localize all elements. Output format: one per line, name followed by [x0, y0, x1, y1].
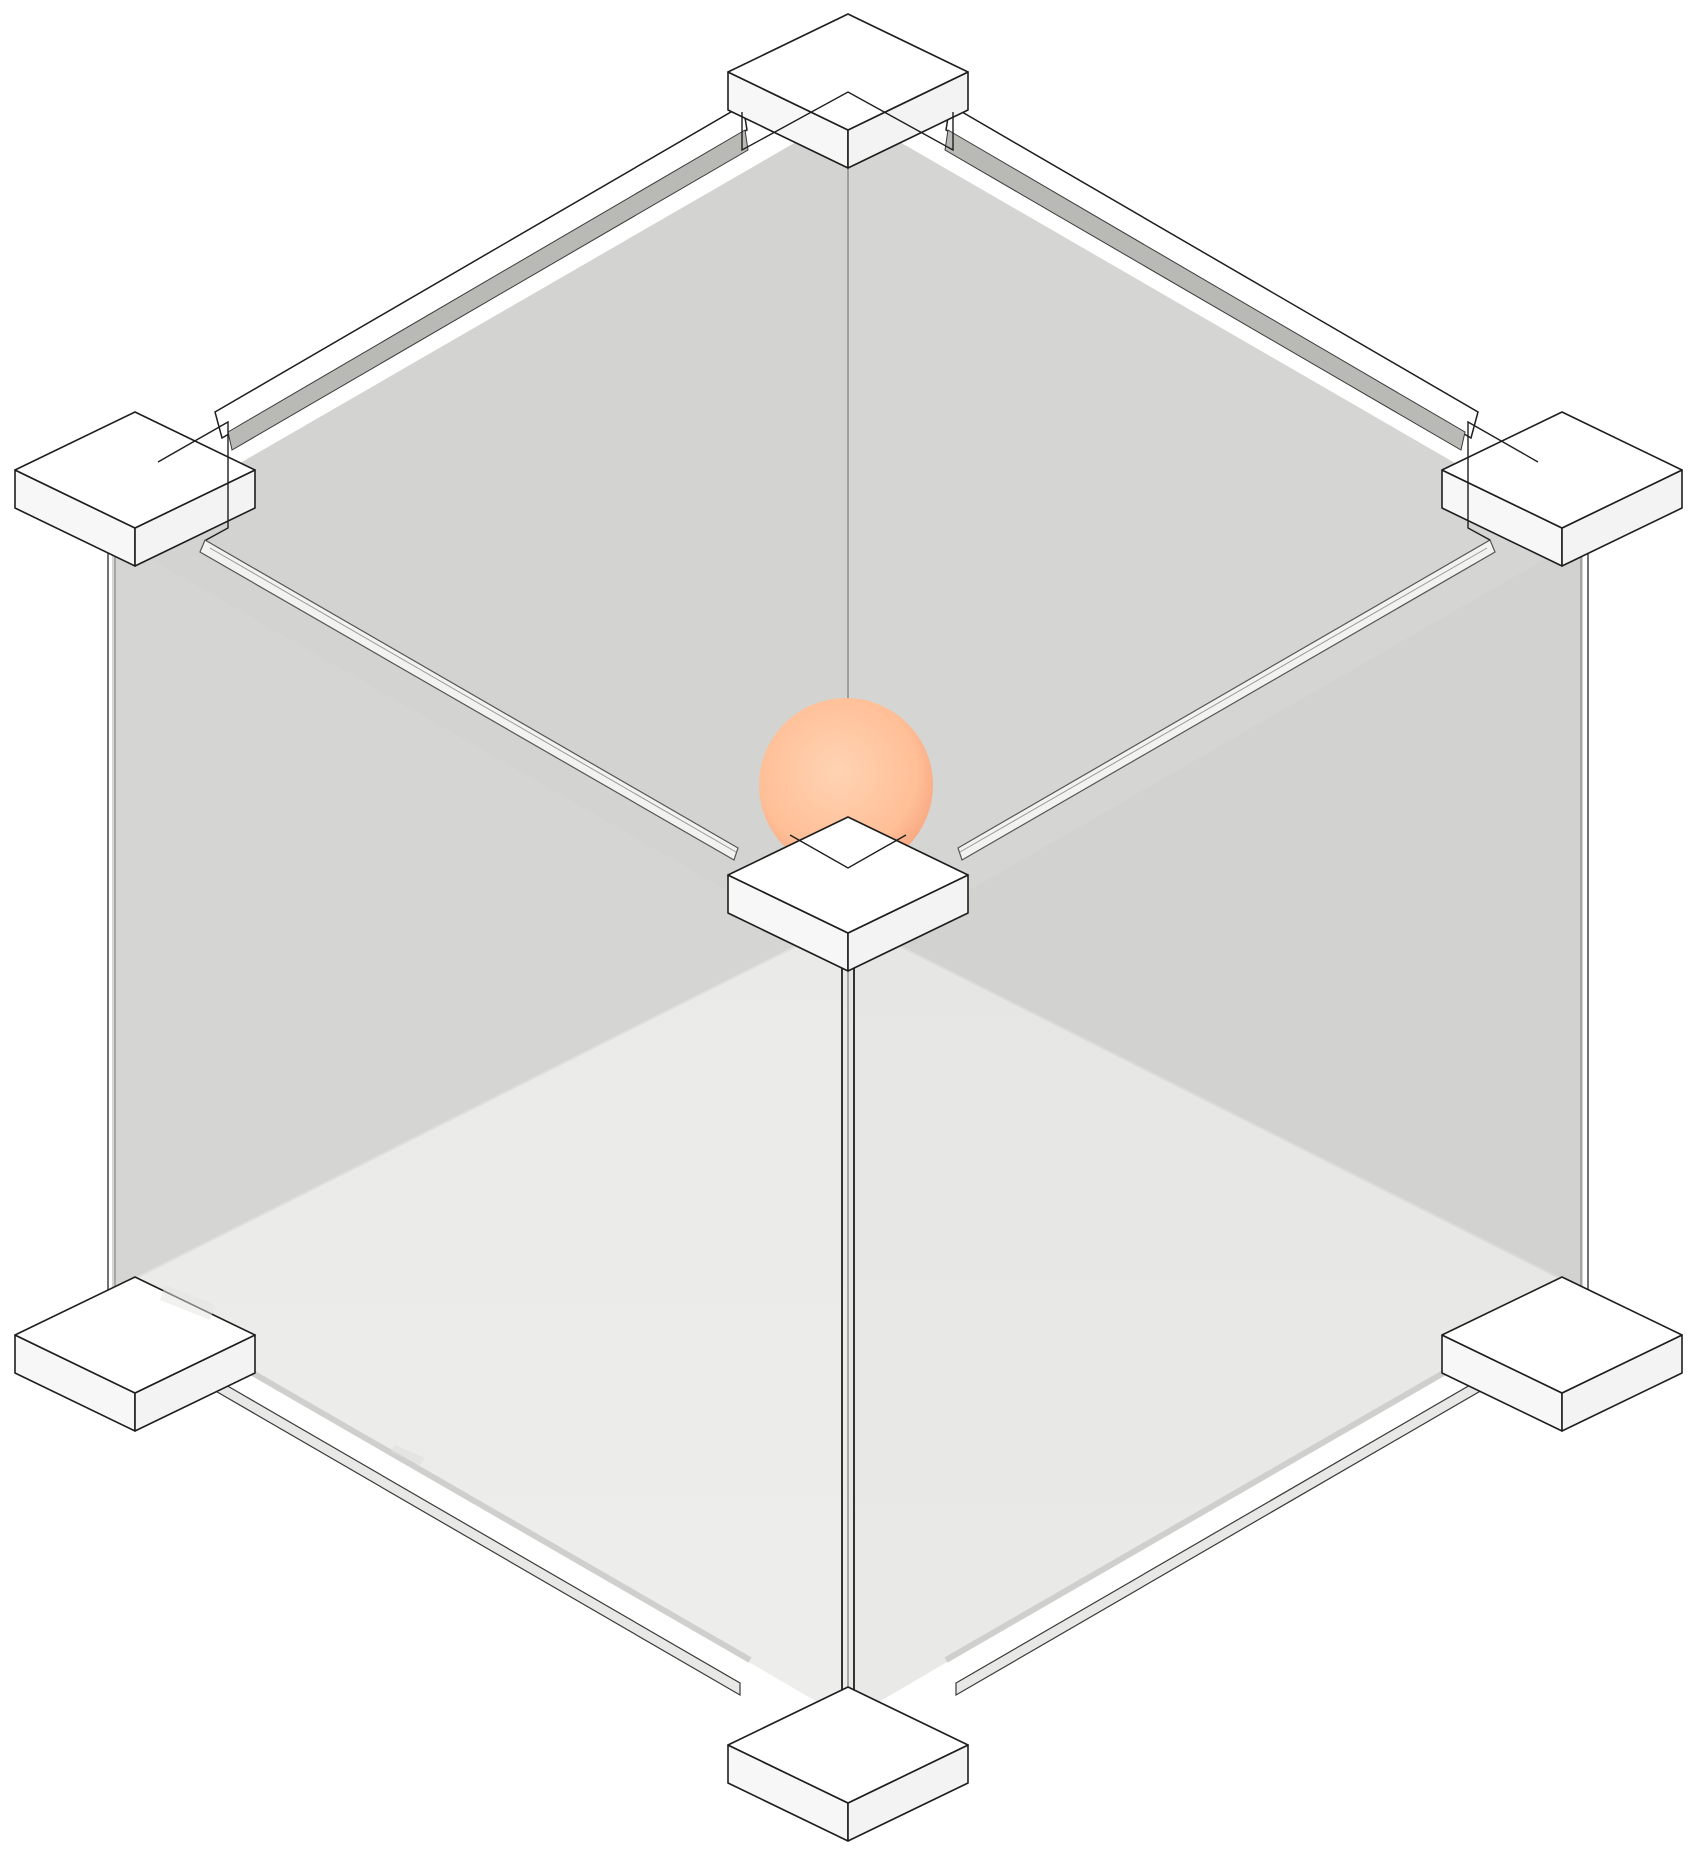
vertical-edge-left [107, 535, 116, 1292]
corner-block-top-back [727, 13, 969, 169]
corner-block-top-front [727, 816, 969, 972]
top-rail-front-right [957, 539, 1496, 861]
top-rail-back-left [214, 103, 749, 451]
front-glass-right [848, 537, 1583, 1720]
top-rail-back-right [944, 103, 1479, 451]
corner-block-top-left [14, 411, 256, 567]
vertical-edge-right [1580, 535, 1589, 1292]
front-glass-left [112, 537, 848, 1720]
corner-block-bottom-front [727, 1686, 969, 1842]
corner-block-bottom-right [1441, 1276, 1683, 1432]
top-rail-front-left [199, 539, 739, 861]
floor-markings [160, 1285, 425, 1465]
corner-block-top-right [1441, 411, 1683, 567]
glowing-sphere [759, 698, 933, 872]
vertical-edge-front [841, 955, 855, 1722]
